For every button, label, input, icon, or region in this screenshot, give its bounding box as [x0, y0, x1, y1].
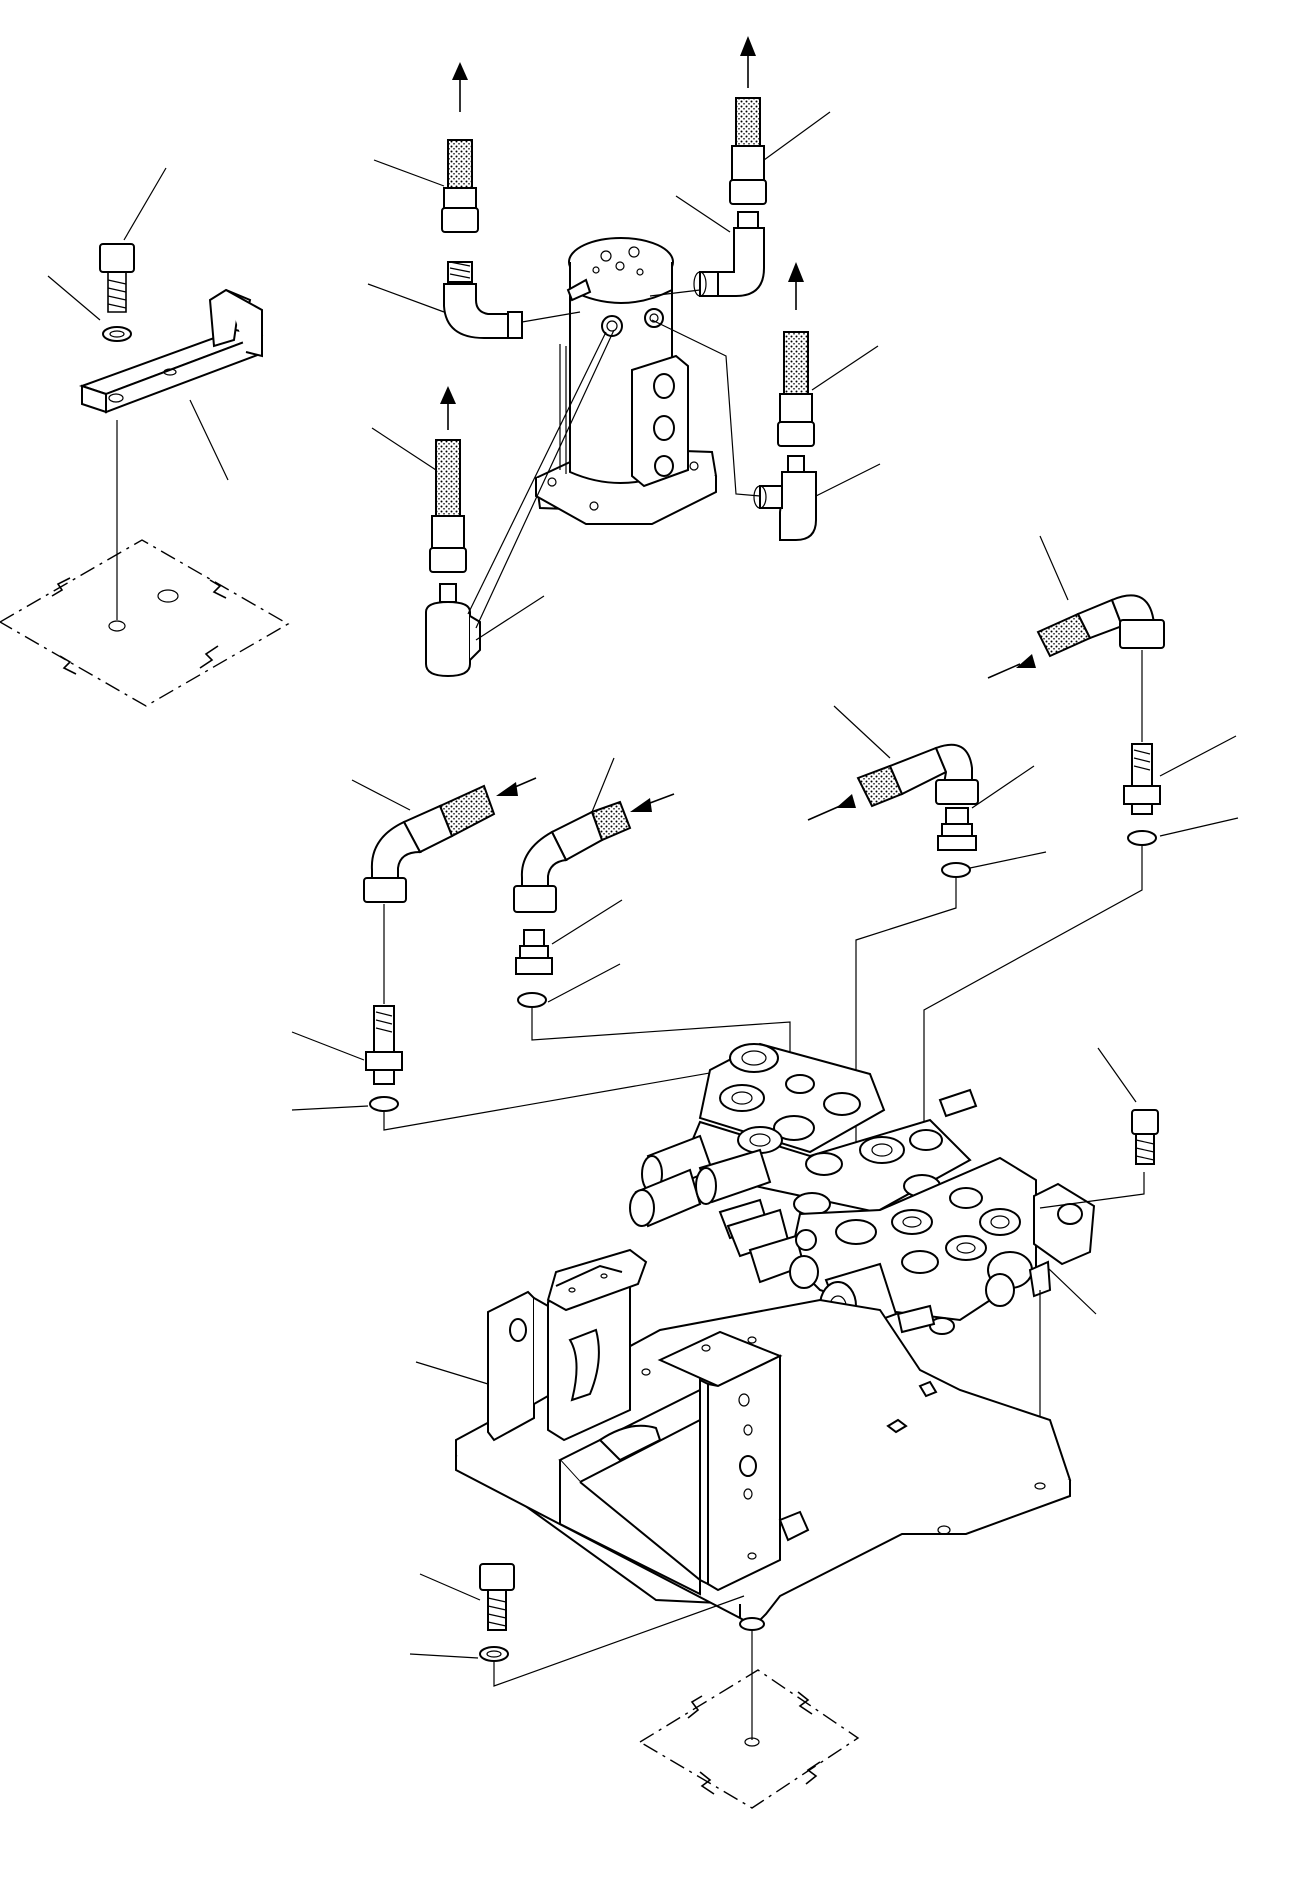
- leader-line: [649, 289, 701, 297]
- swivel-joint-assembly: [534, 237, 718, 525]
- arrow-icon: [630, 798, 652, 812]
- hose-fitting-6: [513, 793, 675, 1008]
- leader-line: [815, 463, 881, 497]
- leader-line: [409, 1653, 479, 1659]
- bolt-bottom-left: [479, 1563, 515, 1631]
- bolt-valve: [1131, 1109, 1159, 1165]
- connection-line: [493, 1595, 745, 1687]
- hose-fitting-7: [807, 743, 979, 878]
- leader-line: [351, 779, 411, 811]
- connection-line: [475, 329, 615, 629]
- floor-reference-bottom: [638, 1669, 860, 1809]
- control-valve-block: [629, 1042, 1096, 1335]
- hose-fitting-1: [441, 62, 523, 339]
- leader-line: [547, 963, 621, 1003]
- connection-line: [855, 878, 957, 1146]
- leader-line: [371, 427, 437, 471]
- hose-fitting-3: [753, 262, 817, 541]
- leader-line: [969, 851, 1047, 869]
- leader-line: [189, 399, 229, 481]
- hose-fitting-5: [363, 777, 537, 1112]
- leader-line: [47, 275, 101, 321]
- arrow-icon: [440, 386, 456, 404]
- arrow-icon: [1016, 654, 1036, 668]
- leader-line: [1159, 817, 1239, 837]
- bolt-top-left: [99, 243, 135, 313]
- leader-line: [373, 159, 445, 187]
- washer-bottom-left: [479, 1646, 509, 1662]
- leader-line: [675, 195, 731, 233]
- bracket-assembly: [0, 167, 290, 707]
- arrow-icon: [788, 262, 804, 282]
- base-frame: [455, 1248, 1072, 1631]
- arrow-icon: [452, 62, 468, 80]
- leader-line: [971, 765, 1035, 809]
- leader-line: [551, 899, 623, 945]
- leader-line: [475, 595, 545, 641]
- connection-line: [467, 331, 607, 615]
- leader-line: [367, 283, 445, 313]
- leader-line: [291, 1105, 369, 1111]
- leader-line: [811, 345, 879, 391]
- arrow-icon: [496, 782, 518, 796]
- connection-line: [1039, 1172, 1145, 1209]
- floor-reference-left: [0, 539, 290, 707]
- arrow-icon: [740, 36, 756, 56]
- leader-line: [291, 1031, 365, 1061]
- leader-line: [833, 705, 891, 759]
- leader-line: [1047, 1267, 1097, 1315]
- connection-line: [383, 1059, 785, 1131]
- hose-fitting-2: [693, 36, 767, 297]
- leader-line: [1159, 735, 1237, 777]
- mounting-bracket: [78, 288, 264, 414]
- leader-line: [419, 1573, 481, 1601]
- hose-fitting-4: [425, 386, 481, 678]
- hose-fitting-8: [987, 594, 1165, 846]
- leader-line: [415, 1361, 489, 1385]
- leader-line: [1039, 535, 1069, 601]
- leader-line: [591, 757, 615, 813]
- leader-line: [521, 311, 581, 323]
- connection-line: [651, 319, 761, 497]
- washer-top-left: [102, 326, 132, 342]
- arrow-icon: [836, 794, 856, 808]
- leader-line: [1097, 1047, 1137, 1103]
- leader-line: [123, 167, 167, 241]
- connection-line: [923, 846, 1143, 1156]
- leader-line: [763, 111, 831, 161]
